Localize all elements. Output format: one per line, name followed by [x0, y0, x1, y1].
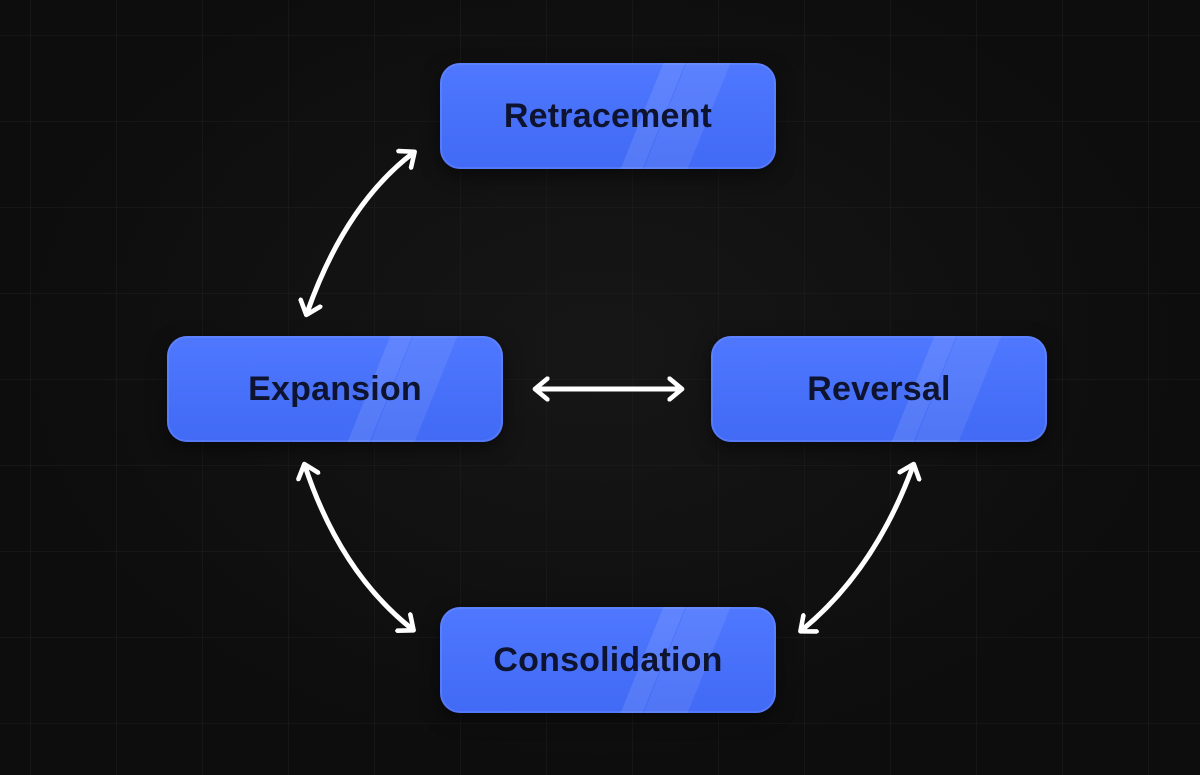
node-retracement: Retracement [440, 63, 776, 169]
arrow-expansion-consolidation [305, 466, 412, 629]
node-consolidation: Consolidation [440, 607, 776, 713]
node-label-retracement: Retracement [503, 96, 713, 135]
node-reversal: Reversal [711, 336, 1047, 442]
node-expansion: Expansion [167, 336, 503, 442]
node-label-reversal: Reversal [807, 369, 951, 408]
node-label-consolidation: Consolidation [493, 640, 723, 679]
arrow-expansion-retracement [307, 153, 413, 313]
node-label-expansion: Expansion [248, 369, 422, 408]
arrow-consolidation-reversal [802, 466, 913, 630]
